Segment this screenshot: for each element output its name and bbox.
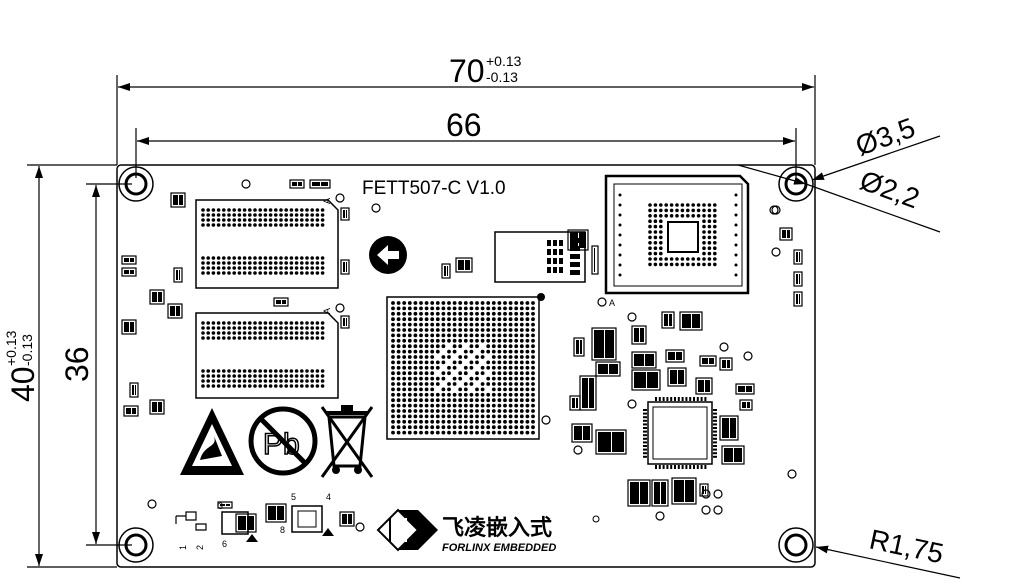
mounting-hole-top-left [118,166,154,202]
soc-bga-chip [386,293,545,440]
overall-width-tol-minus: -0.13 [486,69,518,85]
pin-number-2: 2 [195,545,205,550]
connector-module [494,231,586,283]
logo-english-text: FORLINX EMBEDDED [442,542,556,554]
emmc-bga-chip: A [597,174,750,308]
pin-number-8: 8 [280,525,285,535]
dim-hole-spacing-x: 66 [135,107,797,178]
memory-chip-pin-markers: A A [322,193,345,314]
esd-warning-icon [180,408,244,475]
overall-width-value: 70 [449,53,485,89]
hole-spacing-x-value: 66 [446,107,482,143]
pin-number-1: 1 [178,545,188,550]
callout-hole-inner-diameter: Ø2,2 [737,164,941,233]
hole-spacing-y-value: 36 [59,346,95,382]
dim-overall-height: 40 +0.13 -0.13 [3,164,117,568]
mounting-hole-bottom-right [778,527,814,563]
dim-hole-spacing-y: 36 [59,183,132,546]
mounting-hole-bottom-left [118,527,154,563]
bottom-connectors: 3 5 4 6 8 1 2 [175,492,334,550]
pin-number-5: 5 [291,492,296,502]
overall-height-tol-minus: -0.13 [19,334,35,366]
hole-outer-diameter-label: Ø3,5 [851,112,919,162]
pin-number-4: 4 [326,492,331,502]
qfn-chip [643,397,717,469]
board-outline [116,164,816,568]
pin-a-marker-2: A [322,308,332,314]
overall-height-tol-plus: +0.13 [3,330,19,366]
dim-overall-width: 70 +0.13 -0.13 [116,53,816,165]
forlinx-logo: 飞凌嵌入式 FORLINX EMBEDDED [376,508,600,554]
memory-chip-bottom [195,312,339,399]
pin-number-6: 6 [222,539,227,549]
memory-chip-top [195,199,339,289]
lead-free-icon: Pb [248,406,318,476]
board-model-label: FETT507-C V1.0 [362,178,506,199]
small-component-footprints [121,179,803,533]
logo-chinese-text: 飞凌嵌入式 [442,515,552,541]
weee-bin-icon [320,405,374,478]
corner-radius-label: R1,75 [867,524,947,570]
overall-width-tol-plus: +0.13 [486,53,522,69]
pin-a-marker-1: A [322,198,332,204]
svg-text:Pb: Pb [263,428,300,461]
pin-a-marker-3: A [609,298,615,308]
hole-inner-diameter-label: Ø2,2 [856,165,924,215]
callout-corner-radius: R1,75 [815,524,961,579]
overall-height-value: 40 [5,366,41,402]
arrow-icon [369,236,407,274]
